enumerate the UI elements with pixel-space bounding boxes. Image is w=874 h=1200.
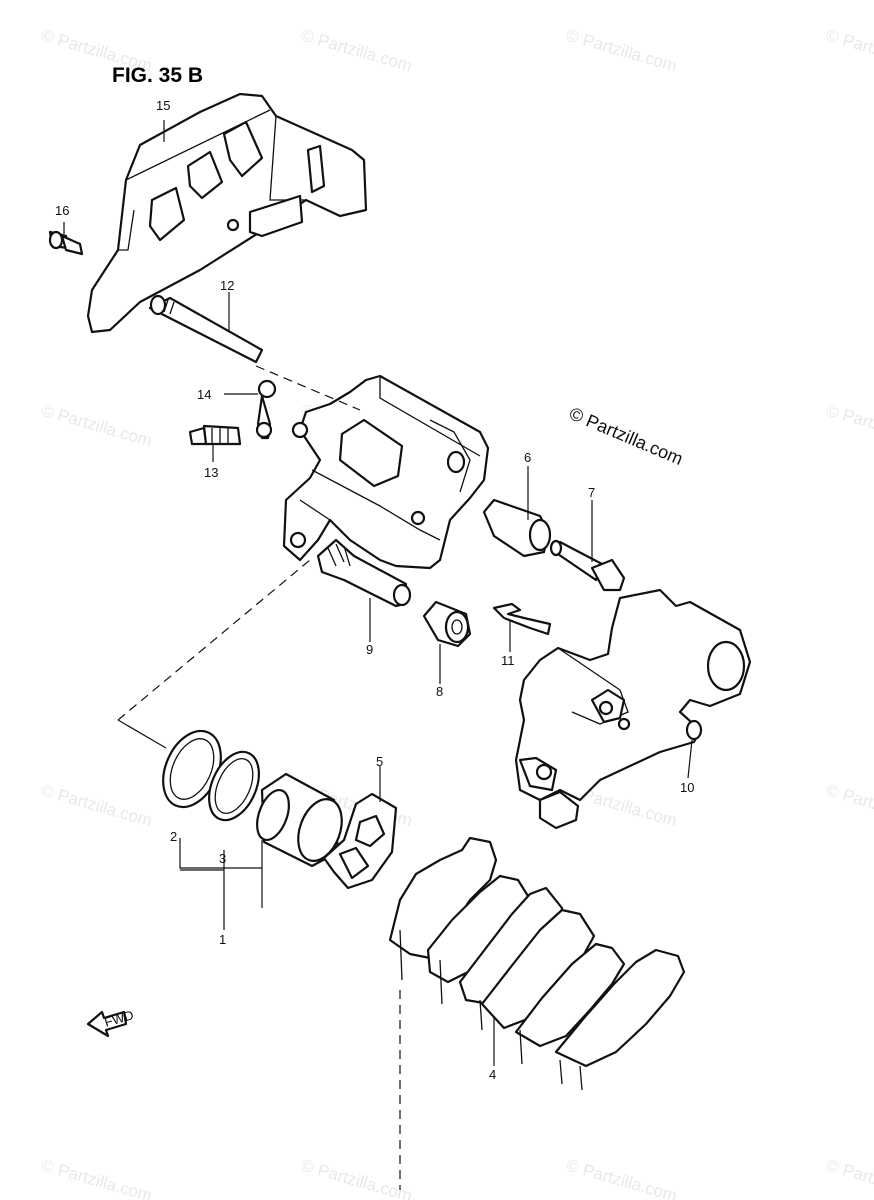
callout-1: 1 <box>219 932 226 947</box>
caliper-bracket <box>514 588 752 830</box>
pad-spring <box>492 602 552 636</box>
bleeder-cap <box>255 379 277 440</box>
callout-16: 16 <box>55 203 69 218</box>
watermark: © Partzilla.com <box>39 401 154 451</box>
bolt <box>48 230 84 256</box>
callout-5: 5 <box>376 754 383 769</box>
caliper-pin <box>148 294 264 364</box>
callout-4: 4 <box>489 1067 496 1082</box>
piston <box>256 772 343 868</box>
leader-lines <box>63 120 693 1190</box>
callout-3: 3 <box>219 851 226 866</box>
copyright-mark: © Partzilla.com <box>566 403 685 469</box>
bleeder-valve <box>188 424 242 446</box>
callout-14: 14 <box>197 387 211 402</box>
forward-arrow-icon: FWD <box>86 1007 135 1038</box>
caliper-body <box>282 374 490 570</box>
pin-boot <box>482 498 552 558</box>
watermark: © Partzilla.com <box>824 781 874 831</box>
watermark: © Partzilla.com <box>824 401 874 451</box>
sleeve-bolt <box>549 539 626 592</box>
caliper-guard <box>86 92 368 334</box>
watermark: © Partzilla.com <box>824 1156 874 1200</box>
watermark: © Partzilla.com <box>39 1156 154 1200</box>
callout-15: 15 <box>156 98 170 113</box>
slide-pin <box>316 538 412 608</box>
watermark: © Partzilla.com <box>39 781 154 831</box>
pin-seal <box>422 600 472 648</box>
watermark: © Partzilla.com <box>299 1156 414 1200</box>
callout-9: 9 <box>366 642 373 657</box>
callout-2: 2 <box>170 829 177 844</box>
callout-11: 11 <box>501 653 515 668</box>
piston-seal-inner <box>208 750 260 822</box>
callout-10: 10 <box>680 780 694 795</box>
pad-shim <box>322 792 398 890</box>
callouts: 15 16 12 14 13 6 7 9 8 11 10 5 2 3 1 4 <box>55 98 694 1082</box>
figure-title: FIG. 35 B <box>112 64 203 87</box>
watermark: © Partzilla.com <box>564 26 679 76</box>
callout-8: 8 <box>436 684 443 699</box>
callout-7: 7 <box>588 485 595 500</box>
brake-pads <box>388 836 686 1091</box>
watermark: © Partzilla.com <box>824 26 874 76</box>
callout-13: 13 <box>204 465 218 480</box>
watermark: © Partzilla.com <box>299 26 414 76</box>
callout-6: 6 <box>524 450 531 465</box>
callout-12: 12 <box>220 278 234 293</box>
watermark: © Partzilla.com <box>564 1156 679 1200</box>
